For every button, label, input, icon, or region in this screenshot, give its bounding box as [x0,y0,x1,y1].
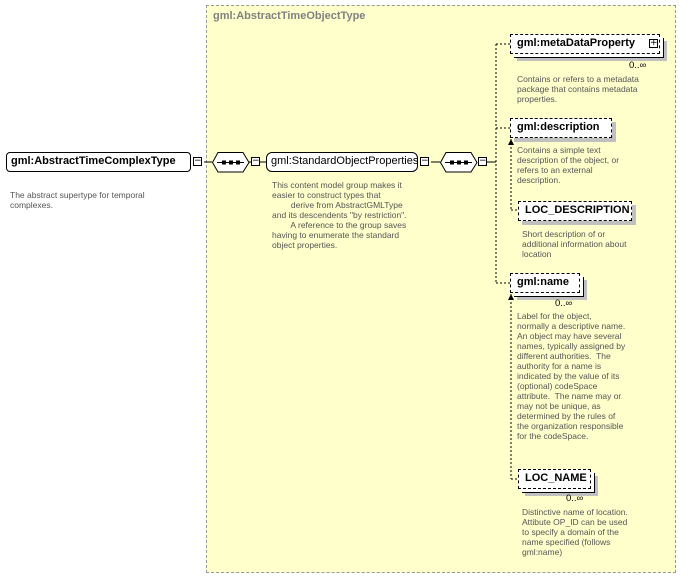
sequence-collapse-icon[interactable]: − [251,156,260,166]
root-element-name: gml:AbstractTimeComplexType [11,155,176,167]
name-element-name: gml:name [517,276,569,288]
loc-name-name: LOC_NAME [525,472,587,484]
loc-name-element[interactable]: LOC_NAME [518,469,591,489]
sequence-compositor-icon-2[interactable] [440,152,478,173]
loc-description-name: LOC_DESCRIPTION [525,204,630,216]
metadata-multiplicity: 0..∞ [629,60,647,71]
sequence-collapse-icon-2[interactable]: − [478,156,487,166]
loc-description-element[interactable]: LOC_DESCRIPTION [518,201,632,221]
complex-type-title: gml:AbstractTimeObjectType [213,10,366,22]
name-multiplicity: 0..∞ [555,298,573,309]
complex-type-region [206,5,676,573]
name-element[interactable]: gml:name [510,273,580,293]
loc-name-multiplicity: 0..∞ [566,493,584,504]
root-element-box[interactable]: gml:AbstractTimeComplexType [6,152,191,172]
root-description: The abstract supertype for temporal comp… [10,190,145,210]
description-element-name: gml:description [517,121,600,133]
group-collapse-icon[interactable]: − [420,156,429,166]
group-name: gml:StandardObjectProperties [271,155,419,167]
metadata-expand-icon[interactable]: + [649,38,658,48]
loc-description-description: Short description of or additional infor… [522,229,627,259]
metadata-property-name: gml:metaDataProperty [517,37,635,49]
root-collapse-icon[interactable]: − [193,156,202,166]
metadata-property-element[interactable]: gml:metaDataProperty [510,34,660,54]
description-element-description: Contains a simple text description of th… [517,145,620,185]
group-description: This content model group makes it easier… [272,180,407,250]
sequence-compositor-icon[interactable] [212,152,250,173]
loc-name-description: Distinctive name of location. Attibute O… [522,507,628,557]
description-element[interactable]: gml:description [510,118,612,138]
metadata-description: Contains or refers to a metadata package… [517,74,639,104]
group-box[interactable]: gml:StandardObjectProperties [266,152,418,172]
name-element-description: Label for the object, normally a descrip… [517,311,626,441]
